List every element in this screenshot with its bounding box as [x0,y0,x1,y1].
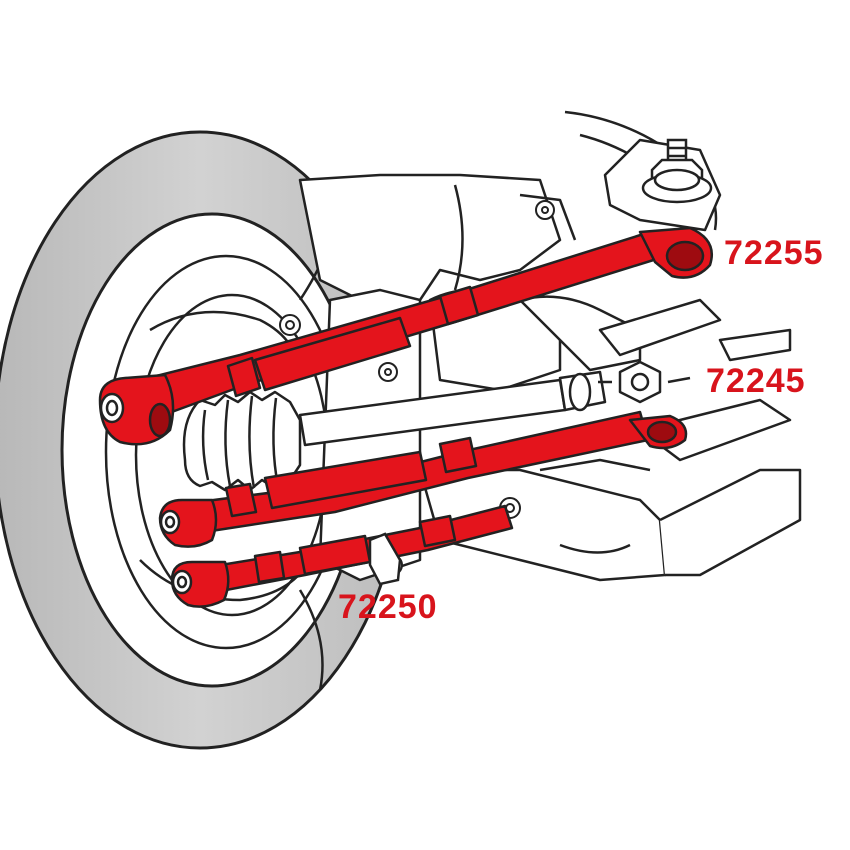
drive-axle [182,360,691,492]
lateral-link-end [368,532,402,586]
part-number-label-upper: 72255 [724,234,824,272]
part-number-label-lower: 72250 [338,588,438,626]
part-number-label-middle: 72245 [706,362,806,400]
arm-72250 [170,504,514,608]
strut-stud [641,138,713,204]
arm-72255 [98,226,713,446]
arm-72245 [158,410,688,548]
